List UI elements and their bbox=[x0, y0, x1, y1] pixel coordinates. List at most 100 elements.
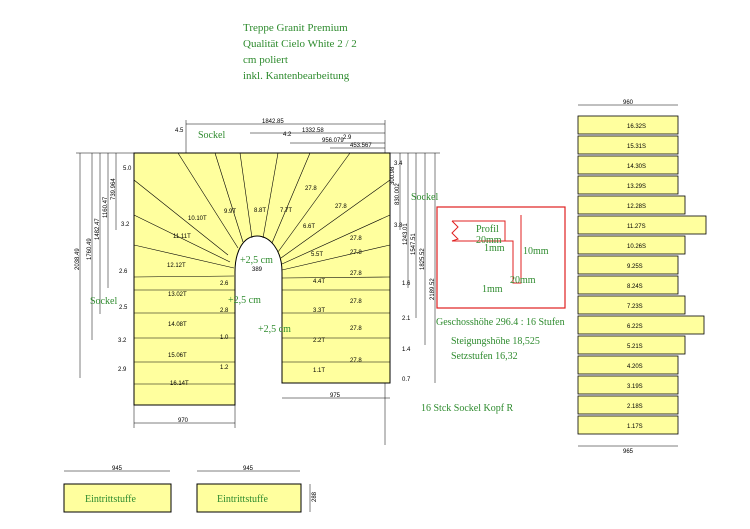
profil-20mm-top: 20mm bbox=[476, 235, 502, 246]
side-step-bar bbox=[577, 175, 679, 195]
step-left-11: 11.11T bbox=[173, 234, 191, 240]
side-step-bar bbox=[577, 115, 679, 135]
ldim-9: 3.2 bbox=[118, 338, 127, 344]
side-top-dim: 960 bbox=[623, 100, 634, 106]
ldim-8: 2.5 bbox=[119, 305, 128, 311]
bdim-left: 970 bbox=[178, 418, 189, 424]
step-left-15: 15.06T bbox=[168, 353, 187, 359]
side-step-bar bbox=[577, 415, 679, 435]
rnum-7: 27.8 bbox=[305, 186, 317, 192]
rnum-1: 27.8 bbox=[350, 326, 362, 332]
plus25-c: +2,5 cm bbox=[258, 324, 291, 335]
dim-956: 956.079 bbox=[322, 138, 344, 144]
rdim-0: 2189.52 bbox=[430, 278, 436, 300]
rnum-0: 27.8 bbox=[350, 358, 362, 364]
ldim-5: 5.0 bbox=[123, 166, 132, 172]
side-step-label: 2.18S bbox=[627, 404, 643, 410]
geschosshoehe: Geschosshöhe 296.4 : 16 Stufen bbox=[436, 317, 565, 328]
rnum-3: 27.8 bbox=[350, 271, 362, 277]
side-step-label: 7.23S bbox=[627, 304, 643, 310]
side-step-label: 9.25S bbox=[627, 264, 643, 270]
side-step-label: 5.21S bbox=[627, 344, 643, 350]
top-dimension-lines bbox=[185, 120, 386, 153]
dim-1332: 1332.58 bbox=[302, 128, 324, 134]
side-step-bar bbox=[577, 395, 679, 415]
step-7: 7.7T bbox=[280, 208, 292, 214]
ldim-1: 1760.49 bbox=[87, 238, 93, 260]
side-step-label: 11.27S bbox=[627, 224, 646, 230]
side-step-bar bbox=[577, 315, 705, 335]
rdim-1: 1825.52 bbox=[420, 248, 426, 270]
rdim-3: 1243.01 bbox=[403, 223, 409, 245]
side-step-label: 16.32S bbox=[627, 124, 646, 130]
step-left-13: 13.02T bbox=[168, 292, 187, 298]
profil-1mm-bottom: 1mm bbox=[482, 284, 503, 295]
side-step-bar bbox=[577, 375, 679, 395]
tread-lines bbox=[134, 289, 390, 385]
rdim-4: 830.002 bbox=[395, 183, 401, 205]
ldim-0: 2038.49 bbox=[75, 248, 81, 270]
rdim-7: 2.1 bbox=[402, 316, 411, 322]
rdim-9: 0.7 bbox=[402, 377, 411, 383]
side-step-bar bbox=[577, 155, 679, 175]
rdim-6: 1.6 bbox=[402, 281, 411, 287]
side-step-label: 3.19S bbox=[627, 384, 643, 390]
side-step-label: 1.17S bbox=[627, 424, 643, 430]
step-3: 3.3T bbox=[313, 308, 325, 314]
dim-45: 4.5 bbox=[175, 128, 184, 134]
lnum-2: 1.0 bbox=[220, 335, 229, 341]
step-1: 1.1T bbox=[313, 368, 325, 374]
winder-lines bbox=[133, 152, 391, 279]
plus25-b: +2,5 cm bbox=[228, 295, 261, 306]
dim-42: 4.2 bbox=[283, 132, 292, 138]
dim-389: 389 bbox=[252, 267, 263, 273]
eintrittstuffe-right-label: Eintrittstuffe bbox=[217, 494, 268, 505]
rnum-5: 27.8 bbox=[350, 236, 362, 242]
sockel-left: Sockel bbox=[90, 296, 117, 307]
rdim-11: 3.8 bbox=[394, 223, 403, 229]
dim-453: 453.567 bbox=[350, 143, 372, 149]
bdim-ein-h: 288 bbox=[312, 491, 318, 502]
sockel-right: Sockel bbox=[411, 192, 438, 203]
header-line-4: inkl. Kantenbearbeitung bbox=[243, 70, 350, 82]
bdim-ein-left: 945 bbox=[112, 466, 123, 472]
right-dimension-lines bbox=[390, 152, 440, 383]
header-line-1: Treppe Granit Premium bbox=[243, 22, 348, 34]
side-step-bar bbox=[577, 235, 686, 255]
eintrittstuffe-right bbox=[196, 483, 302, 513]
side-step-bar bbox=[577, 215, 707, 235]
step-left-10: 10.10T bbox=[188, 216, 207, 222]
side-step-bar bbox=[577, 195, 686, 215]
side-step-label: 8.24S bbox=[627, 284, 643, 290]
plus25-a: +2,5 cm bbox=[240, 255, 273, 266]
lnum-0: 2.8 bbox=[220, 308, 229, 314]
step-left-14: 14.08T bbox=[168, 322, 187, 328]
rdim-5: 300.98 bbox=[390, 166, 396, 185]
profil-label: Profil bbox=[476, 224, 499, 235]
step-6: 6.6T bbox=[303, 224, 315, 230]
step-2: 2.2T bbox=[313, 338, 325, 344]
lnum-1: 2.6 bbox=[220, 281, 229, 287]
bdim-ein-right: 945 bbox=[243, 466, 254, 472]
rnum-6: 27.8 bbox=[335, 204, 347, 210]
stair-plan bbox=[133, 152, 391, 406]
side-step-label: 15.31S bbox=[627, 144, 646, 150]
rdim-2: 1547.51 bbox=[411, 233, 417, 255]
step-8: 8.8T bbox=[254, 208, 266, 214]
side-step-label: 10.26S bbox=[627, 244, 646, 250]
dim-1842: 1842.85 bbox=[262, 119, 284, 125]
side-step-bar bbox=[577, 355, 679, 375]
step-5: 5.5T bbox=[311, 252, 323, 258]
profil-20mm-right: 20mm bbox=[510, 275, 536, 286]
ldim-2: 1482.47 bbox=[95, 218, 101, 240]
rnum-4: 27.8 bbox=[350, 250, 362, 256]
side-step-bar bbox=[577, 255, 679, 275]
rdim-10: 3.4 bbox=[394, 161, 403, 167]
rdim-8: 1.4 bbox=[402, 347, 411, 353]
side-step-bar bbox=[577, 295, 686, 315]
header-line-3: cm poliert bbox=[243, 54, 288, 66]
side-steps-list: 16.32S15.31S14.30S13.29S12.28S11.27S10.2… bbox=[577, 115, 707, 435]
side-bottom-dim: 965 bbox=[623, 449, 634, 455]
profil-10mm: 10mm bbox=[523, 246, 549, 257]
